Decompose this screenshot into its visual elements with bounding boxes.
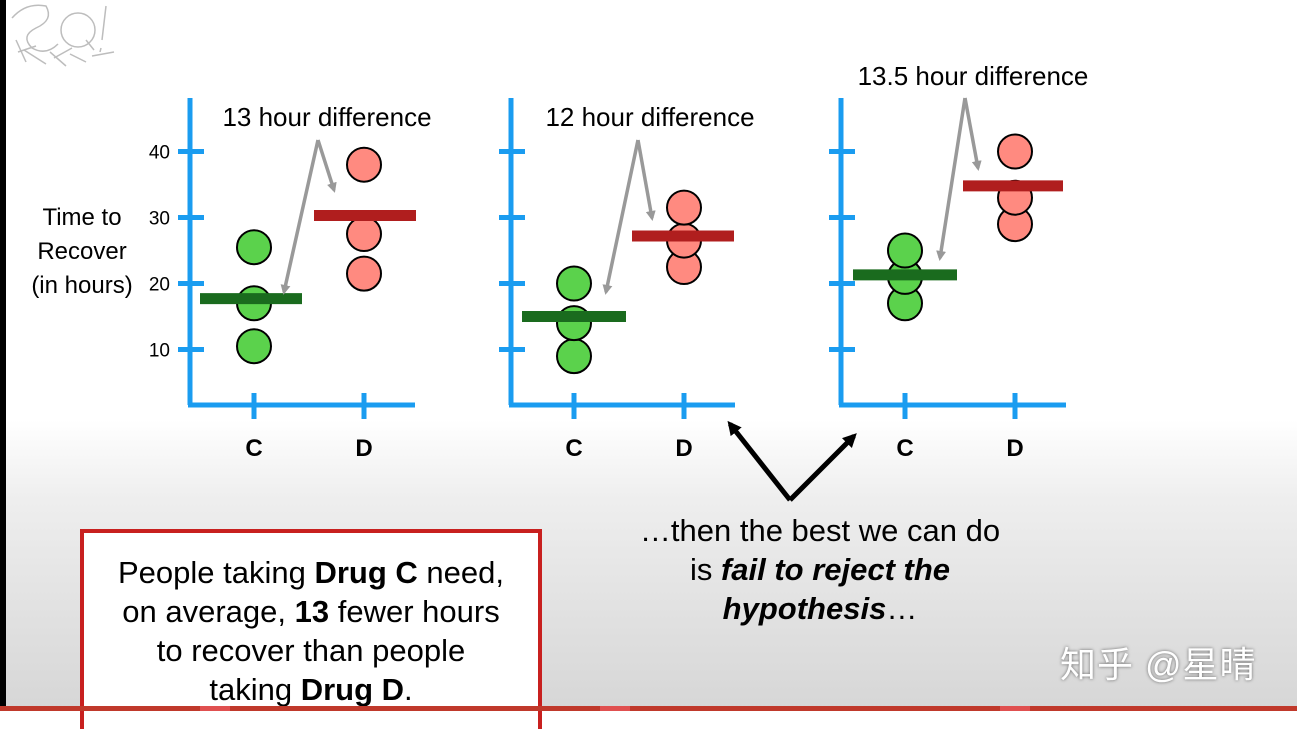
conclusion-text: …then the best we can do is fail to reje… <box>560 511 1080 628</box>
note-text-part: People taking <box>117 555 315 590</box>
note-text-part: on average, <box>122 594 295 629</box>
y-tick-label: 40 <box>149 143 170 164</box>
conclusion-arrow-left <box>727 420 792 502</box>
difference-annotation: 13 hour difference <box>222 102 431 132</box>
drug-d-point <box>666 189 702 226</box>
annotation-arrow-to-c <box>936 97 967 261</box>
drug-d-point <box>346 146 382 183</box>
summary-note-box: People taking Drug C need, on average, 1… <box>80 529 542 729</box>
difference-annotation: 13.5 hour difference <box>858 61 1089 91</box>
note-text-part: fewer hours <box>329 594 500 629</box>
y-axis-title-line: (in hours) <box>31 272 133 299</box>
note-text-line: to recover than people <box>156 633 466 668</box>
drug-d-point <box>346 216 382 252</box>
y-axis-title-line: Recover <box>37 238 127 265</box>
drug-d-point <box>997 133 1033 170</box>
y-tick-label: 20 <box>149 275 170 296</box>
note-bold-drug-d: Drug D <box>300 672 405 707</box>
y-axis-title: Time to Recover (in hours) <box>12 201 152 303</box>
annotation-arrow-to-c <box>280 139 320 295</box>
y-tick-label: 10 <box>149 341 170 362</box>
conclusion-arrows <box>727 420 857 502</box>
note-text-part: taking <box>209 672 301 707</box>
y-axis-title-line: Time to <box>42 204 122 231</box>
drug-c-point <box>556 265 592 302</box>
x-category-label: C <box>245 435 262 462</box>
conclusion-bold-text: hypothesis <box>722 591 887 626</box>
y-tick-label: 30 <box>149 209 170 230</box>
x-category-label: C <box>896 435 913 462</box>
drug-d-point <box>346 255 382 292</box>
note-bold-number: 13 <box>294 594 330 629</box>
bottom-edge-strip <box>0 706 1297 711</box>
drug-c-point <box>887 232 923 269</box>
note-bold-drug-c: Drug C <box>314 555 418 590</box>
annotation-arrow-to-d <box>636 139 656 221</box>
x-category-label: D <box>355 435 372 462</box>
annotation-arrow-to-c <box>602 139 640 295</box>
annotation-arrow-to-d <box>316 139 337 193</box>
conclusion-line: …then the best we can do <box>639 513 1001 548</box>
stat-quest-logo-icon <box>11 4 115 67</box>
conclusion-text-part: … <box>886 591 918 626</box>
drug-c-point <box>556 338 592 375</box>
summary-note-text: People taking Drug C need, on average, 1… <box>84 553 538 709</box>
x-category-label: C <box>565 435 582 462</box>
difference-annotation: 12 hour difference <box>545 102 754 132</box>
conclusion-text-part: is <box>689 552 721 587</box>
x-category-label: D <box>675 435 692 462</box>
note-text-part: . <box>404 672 413 707</box>
conclusion-bold-text: fail to reject the <box>720 552 951 587</box>
conclusion-arrow-right <box>788 433 857 502</box>
watermark: 知乎 @星晴 <box>1060 644 1257 685</box>
drug-c-point <box>236 328 272 365</box>
annotation-arrow-to-d <box>963 97 982 171</box>
drug-c-point <box>236 229 272 266</box>
left-edge-bar <box>0 0 6 711</box>
x-category-label: D <box>1006 435 1023 462</box>
note-text-part: need, <box>417 555 504 590</box>
